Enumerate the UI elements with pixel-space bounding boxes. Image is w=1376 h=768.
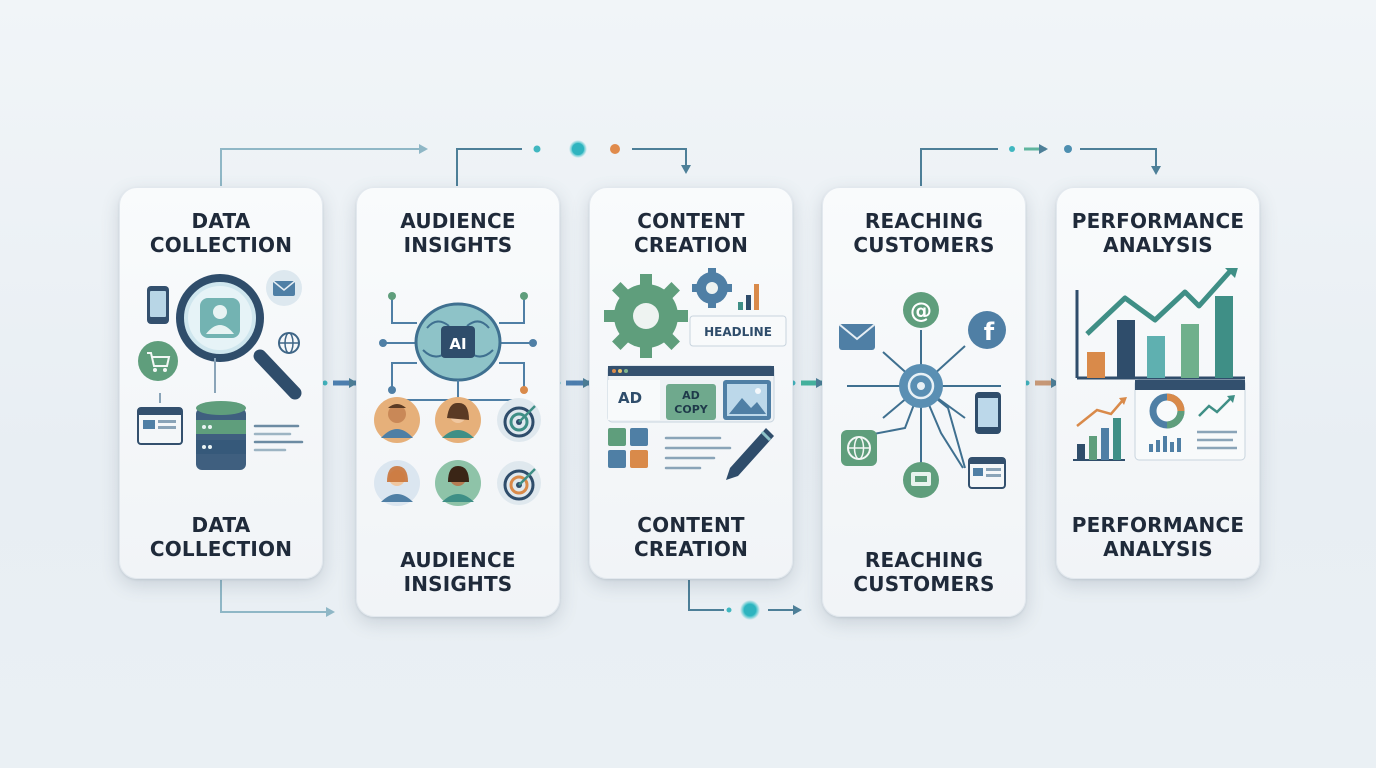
headline-box: HEADLINE [689,315,787,347]
facebook-icon: f [968,311,1006,349]
ad-copy-line-1: AD [682,389,700,402]
avatar-icon [435,460,481,506]
avatar-icon [435,397,481,443]
mail-icon [839,324,875,350]
mini-trend-chart [1073,397,1127,461]
content-creation-illustration: HEADLINE AD AD COPY [604,268,787,480]
audience-insights-illustration: AI [374,292,541,506]
ad-copy-line-2: COPY [674,403,708,416]
chat-icon [903,462,939,498]
pen-icon [726,428,774,480]
at-sign-label: @ [910,299,932,324]
circuit-lines [385,298,531,388]
reaching-customers-illustration: @ f [839,292,1006,498]
bar-chart-icon [1075,290,1245,380]
user-icon [200,298,240,338]
avatar-icon [374,460,420,506]
grid-blocks [608,428,648,468]
cart-icon [138,341,178,381]
bar-chart-icon [738,284,759,310]
text-lines [664,436,732,470]
donut-chart-icon [1149,393,1185,429]
globe-icon [841,430,877,466]
image-icon [723,380,771,420]
mail-icon [266,270,302,306]
gear-icon [604,274,688,358]
connector-bottom-1 [220,580,335,617]
line-chart-icon [1085,268,1238,336]
ai-label: AI [449,335,466,353]
globe-icon [278,332,300,354]
browser-icon [137,407,183,445]
dashboard-window [1134,379,1246,461]
browser-window: AD AD COPY [607,365,775,423]
email-at-icon: @ [903,292,939,328]
connector-top-1 [220,144,428,186]
facebook-label: f [984,318,995,346]
database-icon [196,401,246,470]
gear-icon [692,268,732,308]
smartphone-icon [975,392,1001,434]
brain-icon: AI [414,302,502,382]
data-collection-illustration [137,270,304,470]
connector-top-3 [920,144,1161,186]
avatar-icon [374,397,420,443]
smartphone-icon [147,286,169,324]
connector-bottom-2 [688,580,802,620]
headline-label: HEADLINE [704,325,772,339]
target-icon [497,461,541,505]
connector-top-2 [456,140,691,186]
performance-analysis-illustration [1073,268,1246,461]
ad-label: AD [618,389,642,407]
hub-icon [899,364,943,408]
data-stream-lines [253,424,304,452]
browser-icon [968,457,1006,489]
target-icon [497,398,541,442]
